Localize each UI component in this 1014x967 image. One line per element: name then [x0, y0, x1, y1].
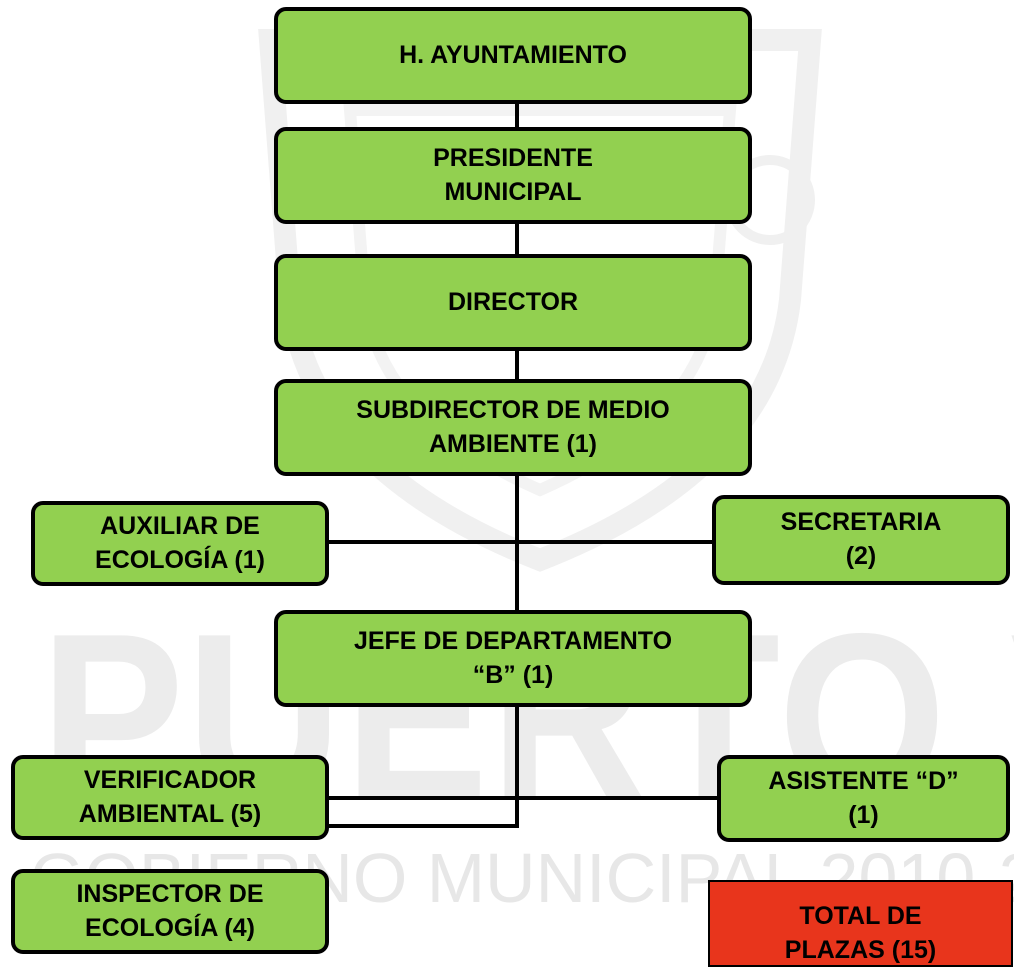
node-jefe-label: JEFE DE DEPARTAMENTO “B” (1): [353, 626, 673, 689]
node-jefe: JEFE DE DEPARTAMENTO “B” (1): [274, 610, 752, 707]
total-plazas-label: TOTAL DE PLAZAS (15): [784, 902, 937, 964]
node-verificador-label: VERIFICADOR AMBIENTAL (5): [78, 765, 262, 828]
node-subdirector-label: SUBDIRECTOR DE MEDIO AMBIENTE (1): [356, 395, 670, 458]
connector-auxiliar-secretaria: [327, 540, 714, 544]
node-presidente: PRESIDENTE MUNICIPAL: [274, 127, 752, 224]
node-ayuntamiento-label: H. AYUNTAMIENTO: [399, 40, 627, 69]
node-inspector-label: INSPECTOR DE ECOLOGÍA (4): [76, 879, 264, 942]
node-verificador: VERIFICADOR AMBIENTAL (5): [11, 755, 329, 840]
connector-inspector: [327, 824, 519, 828]
node-asistente-label: ASISTENTE “D” (1): [768, 766, 959, 829]
node-presidente-label: PRESIDENTE MUNICIPAL: [433, 143, 593, 206]
node-asistente: ASISTENTE “D” (1): [717, 755, 1010, 842]
node-secretaria-label: SECRETARIA (2): [780, 508, 942, 570]
connector-verificador-asistente: [327, 796, 719, 800]
node-secretaria: SECRETARIA (2): [712, 495, 1010, 585]
total-plazas-box: TOTAL DE PLAZAS (15): [708, 880, 1013, 967]
node-auxiliar: AUXILIAR DE ECOLOGÍA (1): [31, 501, 329, 586]
node-inspector: INSPECTOR DE ECOLOGÍA (4): [11, 869, 329, 954]
node-auxiliar-label: AUXILIAR DE ECOLOGÍA (1): [95, 511, 265, 574]
node-subdirector: SUBDIRECTOR DE MEDIO AMBIENTE (1): [274, 379, 752, 476]
node-director-label: DIRECTOR: [447, 287, 579, 316]
node-director: DIRECTOR: [274, 254, 752, 351]
node-ayuntamiento: H. AYUNTAMIENTO: [274, 7, 752, 104]
